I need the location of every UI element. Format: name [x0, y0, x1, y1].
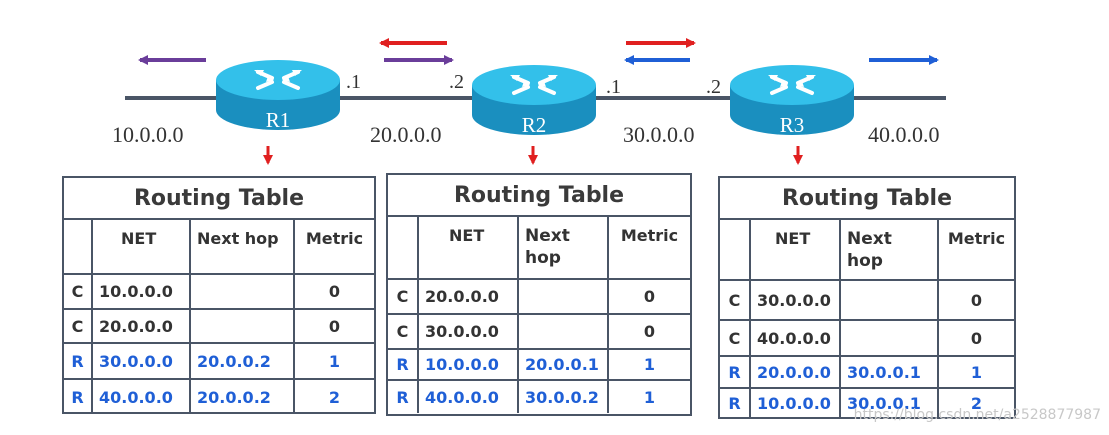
route-net: 10.0.0.0	[749, 387, 841, 417]
watermark-text: https://blog.csdn.net/a2528877987	[853, 407, 1101, 423]
router-r2: R2	[470, 63, 598, 137]
network-diagram: R1 R2 R3 .1 .2 .1 .2 10.0.0.0 20.0.0.0 3…	[112, 38, 946, 165]
route-metric: 0	[293, 273, 374, 310]
route-type: C	[64, 308, 93, 344]
route-next-hop	[189, 273, 295, 310]
header-metric: Metric	[937, 220, 1014, 281]
routing-table-title: Routing Table	[720, 178, 1014, 220]
route-next-hop	[517, 278, 609, 315]
route-type: C	[388, 278, 419, 315]
route-next-hop: 20.0.0.2	[189, 342, 295, 380]
router-name: R1	[266, 108, 291, 132]
router-r1: R1	[214, 58, 342, 132]
route-net: 30.0.0.0	[749, 279, 841, 321]
header-type	[64, 220, 93, 275]
route-net: 20.0.0.0	[749, 355, 841, 389]
route-metric: 0	[937, 279, 1014, 321]
route-net: 30.0.0.0	[91, 342, 191, 380]
routing-table-r2: Routing Table NET Next hop Metric C 20.0…	[386, 173, 692, 416]
table-row: R 10.0.0.0 20.0.0.1 1	[388, 348, 690, 381]
network-label: 10.0.0.0	[112, 122, 184, 147]
table-row: R 20.0.0.0 30.0.0.1 1	[720, 355, 1014, 389]
route-type: R	[388, 348, 419, 381]
interface-label-r2-left: .2	[449, 71, 464, 93]
route-metric: 1	[937, 355, 1014, 389]
route-next-hop: 30.0.0.1	[839, 355, 939, 389]
route-metric: 1	[293, 342, 374, 380]
header-next-hop: Next hop	[839, 220, 939, 281]
routing-table-r3: Routing Table NET Next hop Metric C 30.0…	[718, 176, 1016, 419]
route-next-hop	[839, 319, 939, 357]
route-metric: 0	[607, 313, 690, 350]
table-row: C 20.0.0.0 0	[388, 278, 690, 315]
route-metric: 0	[293, 308, 374, 344]
route-next-hop: 20.0.0.1	[517, 348, 609, 381]
route-type: C	[388, 313, 419, 350]
router-r3: R3	[728, 63, 856, 137]
router-name: R3	[780, 113, 805, 137]
route-type: R	[720, 355, 751, 389]
route-next-hop	[839, 279, 939, 321]
header-net: NET	[91, 220, 191, 275]
route-next-hop: 20.0.0.2	[189, 378, 295, 414]
route-net: 30.0.0.0	[417, 313, 519, 350]
route-net: 10.0.0.0	[91, 273, 191, 310]
route-net: 40.0.0.0	[749, 319, 841, 357]
route-metric: 1	[607, 348, 690, 381]
network-label: 20.0.0.0	[370, 122, 442, 147]
route-next-hop	[189, 308, 295, 344]
table-row: R 30.0.0.0 20.0.0.2 1	[64, 342, 374, 380]
header-net: NET	[749, 220, 841, 281]
route-metric: 1	[607, 379, 690, 413]
routing-table-r1: Routing Table NET Next hop Metric C 10.0…	[62, 176, 376, 414]
table-row: R 10.0.0.0 30.0.0.1 2	[720, 387, 1014, 417]
route-type: R	[720, 387, 751, 417]
route-metric: 0	[937, 319, 1014, 357]
route-net: 20.0.0.0	[91, 308, 191, 344]
network-label: 30.0.0.0	[623, 122, 695, 147]
route-net: 40.0.0.0	[91, 378, 191, 414]
header-net: NET	[417, 217, 519, 280]
table-row: C 30.0.0.0 0	[720, 279, 1014, 321]
route-metric: 0	[607, 278, 690, 315]
header-metric: Metric	[607, 217, 690, 280]
router-name: R2	[522, 113, 547, 137]
route-net: 10.0.0.0	[417, 348, 519, 381]
table-row: C 40.0.0.0 0	[720, 319, 1014, 357]
route-net: 20.0.0.0	[417, 278, 519, 315]
table-row: C 30.0.0.0 0	[388, 313, 690, 350]
header-type	[388, 217, 419, 280]
route-next-hop: 30.0.0.2	[517, 379, 609, 413]
routing-table-title: Routing Table	[64, 178, 374, 220]
route-type: R	[64, 378, 93, 414]
route-metric: 2	[293, 378, 374, 414]
table-row: R 40.0.0.0 30.0.0.2 1	[388, 379, 690, 413]
header-next-hop: Next hop	[517, 217, 609, 280]
header-type	[720, 220, 751, 281]
table-row: R 40.0.0.0 20.0.0.2 2	[64, 378, 374, 414]
interface-label-r1-right: .1	[346, 71, 361, 93]
route-type: R	[64, 342, 93, 380]
route-net: 40.0.0.0	[417, 379, 519, 413]
route-type: R	[388, 379, 419, 413]
route-type: C	[720, 279, 751, 321]
routing-table-title: Routing Table	[388, 175, 690, 217]
network-label: 40.0.0.0	[868, 122, 940, 147]
route-next-hop: 30.0.0.1	[839, 387, 939, 417]
table-row: C 20.0.0.0 0	[64, 308, 374, 344]
header-next-hop: Next hop	[189, 220, 295, 275]
table-row: C 10.0.0.0 0	[64, 273, 374, 310]
route-type: C	[64, 273, 93, 310]
route-metric: 2	[937, 387, 1014, 417]
route-next-hop	[517, 313, 609, 350]
interface-label-r3-left: .2	[706, 76, 721, 98]
header-metric: Metric	[293, 220, 374, 275]
interface-label-r2-right: .1	[606, 76, 621, 98]
route-type: C	[720, 319, 751, 357]
